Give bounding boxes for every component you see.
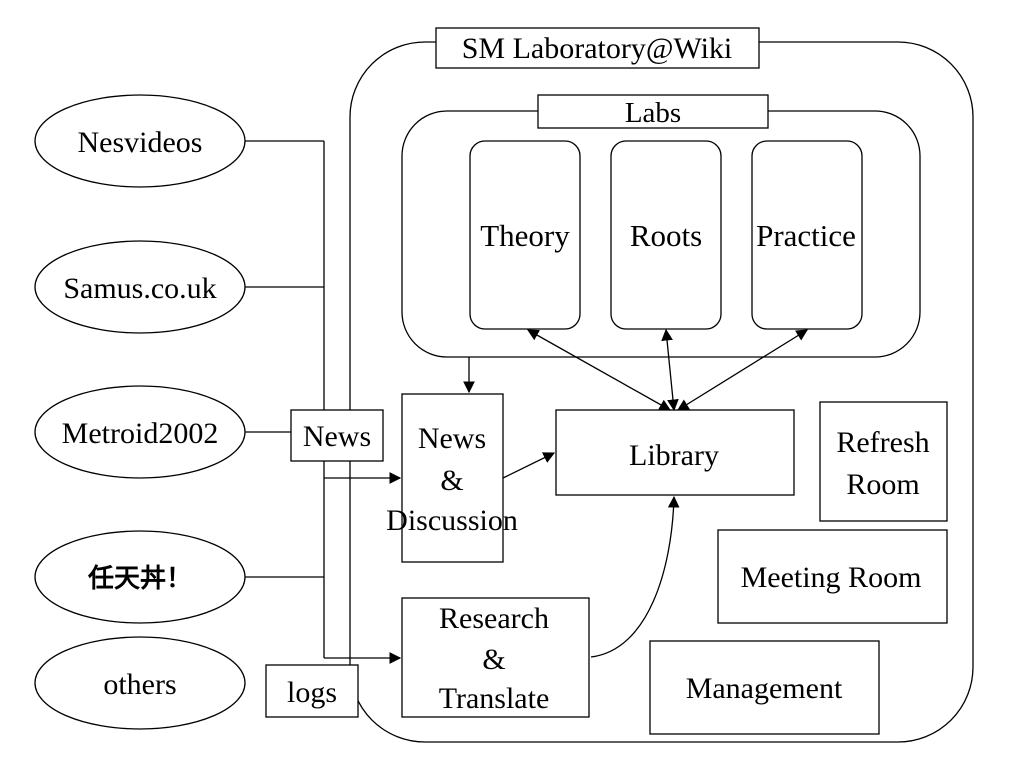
library-label: Library (629, 439, 719, 472)
news-discussion-box[interactable]: News & Discussion (386, 393, 518, 563)
labs-title: Labs (625, 97, 681, 129)
research-translate-line1: Research (439, 602, 549, 635)
diagram-arrows (324, 328, 808, 664)
lab-room-theory-label: Theory (480, 218, 570, 253)
site-nesvideos-label: Nesvideos (78, 126, 203, 159)
meeting-room-box[interactable]: Meeting Room (717, 529, 948, 624)
lab-room-theory[interactable]: Theory (469, 140, 581, 330)
management-label: Management (686, 672, 843, 705)
refresh-room-box[interactable]: Refresh Room (819, 401, 948, 522)
site-others-label: others (103, 668, 176, 701)
lab-room-roots[interactable]: Roots (610, 140, 722, 330)
site-samus-label: Samus.co.uk (63, 272, 216, 305)
management-box[interactable]: Management (649, 640, 880, 735)
arrow-research-to-library (590, 495, 680, 658)
news-discussion-line2: & (440, 464, 463, 497)
wiki-title: SM Laboratory@Wiki (462, 32, 733, 65)
news-label: News (303, 420, 371, 453)
arrow-library-theory (526, 329, 672, 411)
refresh-room-line2: Room (846, 468, 919, 501)
research-translate-line2: & (482, 643, 505, 676)
site-others[interactable]: others (34, 636, 246, 730)
lab-room-practice-label: Practice (756, 218, 856, 253)
arrow-library-practice (677, 329, 808, 411)
site-metroid2002[interactable]: Metroid2002 (34, 385, 246, 479)
meeting-room-label: Meeting Room (741, 561, 922, 594)
site-tentendon[interactable]: 任天丼！ (34, 530, 246, 624)
labs-title-box (537, 94, 769, 129)
news-box[interactable]: News (290, 409, 384, 462)
news-discussion-line1: News (418, 422, 486, 455)
site-tentendon-label: 任天丼！ (87, 564, 192, 594)
lab-room-roots-label: Roots (630, 218, 702, 253)
lab-room-practice[interactable]: Practice (751, 140, 863, 330)
arrow-library-roots (661, 328, 679, 412)
news-discussion-line3: Discussion (386, 504, 518, 537)
logs-box[interactable]: logs (265, 664, 359, 718)
wiki-title-box (435, 27, 760, 69)
arrow-news-discussion-to-library (502, 452, 556, 479)
site-samus[interactable]: Samus.co.uk (34, 240, 246, 334)
refresh-room-line1: Refresh (836, 426, 929, 459)
site-nesvideos[interactable]: Nesvideos (34, 94, 246, 188)
site-connectors (245, 140, 325, 658)
library-box[interactable]: Library (555, 409, 795, 496)
research-translate-box[interactable]: Research & Translate (401, 597, 590, 718)
site-metroid2002-label: Metroid2002 (62, 417, 219, 450)
logs-label: logs (287, 676, 337, 709)
research-translate-line3: Translate (439, 682, 550, 715)
